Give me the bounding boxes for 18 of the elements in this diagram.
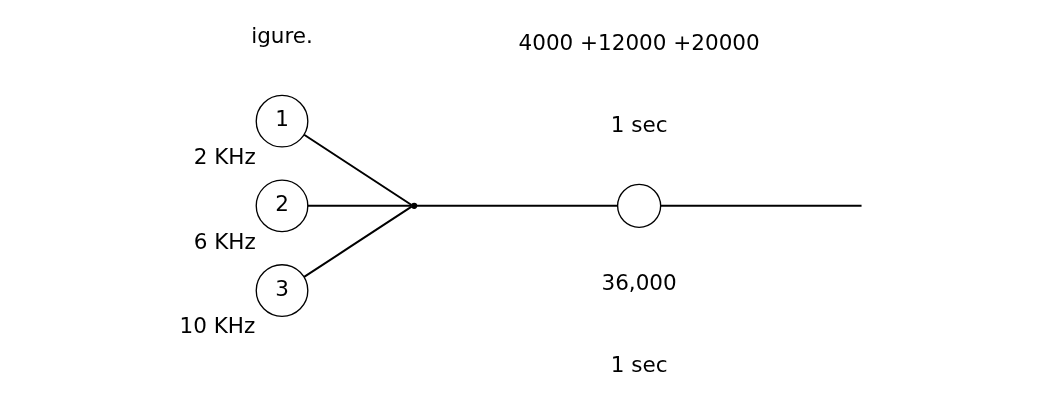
- label: 1 sec: [610, 111, 668, 137]
- node-circle: [616, 183, 662, 229]
- connector: [303, 133, 413, 206]
- connector: [303, 205, 413, 278]
- connector: [660, 204, 862, 207]
- node-label: 10 KHz: [179, 313, 256, 339]
- node-circle: 3: [255, 264, 309, 318]
- connector: [416, 204, 618, 207]
- connector: [307, 204, 412, 207]
- label: 4000 +12000 +20000: [518, 29, 760, 55]
- node-label: 2 KHz: [193, 144, 256, 170]
- node-point: [411, 202, 418, 209]
- node-circle: 2: [255, 179, 309, 233]
- node-circle: 1: [255, 94, 309, 148]
- label: igure.: [251, 22, 313, 48]
- label: 1 sec: [610, 352, 668, 378]
- node-label: 6 KHz: [193, 228, 256, 254]
- label: 36,000: [601, 270, 677, 296]
